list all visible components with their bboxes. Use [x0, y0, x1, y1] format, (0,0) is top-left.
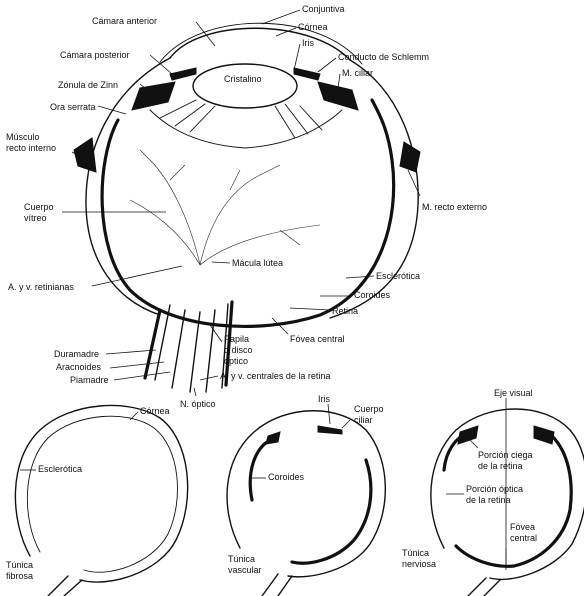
label-fovea-central: Fóvea central — [290, 334, 345, 344]
vascular-iris — [318, 426, 342, 434]
label-retina: Retina — [332, 306, 358, 316]
nerviosa-label-fovea-central-2: central — [510, 533, 537, 543]
conjunctiva-outline — [160, 23, 362, 64]
retinal-vessels — [130, 150, 320, 265]
fibrosa-nerve-stub — [48, 576, 82, 596]
iris-left — [170, 68, 196, 80]
main-eye-labels: Conjuntiva Cámara anterior Córnea Iris C… — [6, 4, 487, 409]
sclera-outline — [86, 58, 418, 318]
label-duramadre: Duramadre — [54, 349, 99, 359]
vascular-ciliary-body — [266, 432, 280, 444]
label-cuerpo-vitreo-1: Cuerpo — [24, 202, 54, 212]
label-esclerotica: Esclerótica — [376, 271, 420, 281]
nerviosa-label-fovea-central-1: Fóvea — [510, 522, 535, 532]
label-arterias-retinianas: A. y v. retinianas — [8, 282, 74, 292]
vascular-nerve-stub — [262, 574, 292, 596]
label-coroides: Coroides — [354, 290, 391, 300]
vascular-label-iris: Iris — [318, 394, 330, 404]
label-m-recto-externo: M. recto externo — [422, 202, 487, 212]
nerviosa-title-2: nerviosa — [402, 559, 436, 569]
nerviosa-label-porcion-optica-1: Porción óptica — [466, 484, 523, 494]
label-camara-posterior: Cámara posterior — [60, 50, 130, 60]
label-papila-2: o disco — [224, 345, 253, 355]
nerviosa-label-eje-visual-1: Eje visual — [494, 388, 533, 398]
nerviosa-ciliary-left — [458, 426, 478, 444]
vascular-label-coroides: Coroides — [268, 472, 305, 482]
nerviosa-ciliary-right — [534, 426, 554, 444]
optic-nerve-sheath — [145, 302, 232, 385]
label-zonula-zinn: Zónula de Zinn — [58, 80, 118, 90]
fibrosa-outer-wall — [15, 406, 187, 583]
nerviosa-nerve-stub — [468, 578, 500, 596]
iris-right — [294, 68, 320, 80]
nerviosa-label-porcion-optica-2: de la retina — [466, 495, 511, 505]
label-conducto-schlemm: Conducto de Schlemm — [338, 52, 429, 62]
label-iris: Iris — [302, 38, 314, 48]
nerviosa-title-1: Túnica — [402, 548, 429, 558]
label-papila-1: Papila — [224, 334, 249, 344]
label-conjuntiva: Conjuntiva — [302, 4, 345, 14]
label-papila-3: óptico — [224, 356, 248, 366]
label-macula-lutea: Mácula lútea — [232, 258, 283, 268]
fibrosa-label-esclerotica: Esclerótica — [38, 464, 82, 474]
fibrosa-title-2: fibrosa — [6, 571, 33, 581]
vascular-label-cuerpo-ciliar-1: Cuerpo — [354, 404, 384, 414]
vascular-title-1: Túnica — [228, 554, 255, 564]
label-piamadre: Piamadre — [70, 375, 109, 385]
tunica-fibrosa-panel: Córnea Esclerótica Túnica fibrosa — [6, 406, 188, 596]
label-musculo-recto-interno-2: recto interno — [6, 143, 56, 153]
label-aracnoides: Aracnoides — [56, 362, 102, 372]
label-camara-anterior: Cámara anterior — [92, 16, 157, 26]
nerviosa-label-porcion-ciega-1: Porción ciega — [478, 450, 533, 460]
cornea-outline — [170, 28, 350, 60]
ciliary-body-left — [132, 82, 175, 110]
label-m-ciliar: M. ciliar — [342, 68, 373, 78]
vascular-title-2: vascular — [228, 565, 262, 575]
vascular-choroid — [250, 440, 371, 563]
vascular-label-cuerpo-ciliar-2: ciliar — [354, 415, 373, 425]
label-cuerpo-vitreo-2: vítreo — [24, 213, 47, 223]
zonule-fibers — [150, 100, 342, 148]
tunica-vascular-panel: Iris Cuerpo ciliar Coroides Túnica vascu… — [227, 394, 385, 596]
fibrosa-inner-wall — [27, 416, 177, 572]
lens — [193, 64, 297, 108]
tunica-nerviosa-panel: Eje visual Porción ciega de la retina Po… — [402, 388, 584, 596]
label-cristalino: Cristalino — [224, 74, 262, 84]
fibrosa-label-cornea: Córnea — [140, 406, 170, 416]
nerviosa-label-porcion-ciega-2: de la retina — [478, 461, 523, 471]
label-cornea: Córnea — [298, 22, 328, 32]
lateral-rectus-muscle — [400, 142, 420, 172]
retina-ring — [102, 100, 394, 326]
label-n-optico: N. óptico — [180, 399, 216, 409]
label-arterias-centrales: A. y v. centrales de la retina — [220, 371, 330, 381]
optic-nerve — [155, 304, 228, 392]
label-ora-serrata: Ora serrata — [50, 102, 96, 112]
fibrosa-title-1: Túnica — [6, 560, 33, 570]
label-musculo-recto-interno-1: Músculo — [6, 132, 40, 142]
